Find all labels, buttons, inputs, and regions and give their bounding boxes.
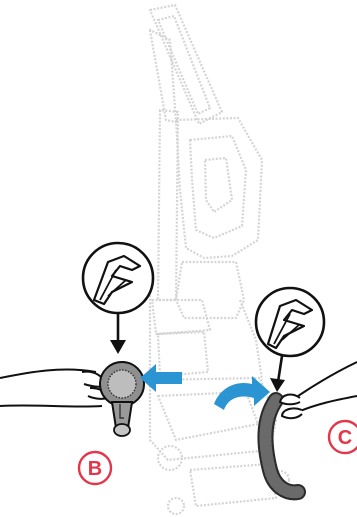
hand-with-brush-tool [0,362,144,436]
blue-arrow-icon-left [140,364,182,392]
magnifier-detail-icon-left [83,243,153,313]
callout-label-c: C [329,421,357,453]
callout-letter-c: C [338,427,352,449]
callout-label-b: B [79,452,111,484]
magnifier-detail-icon-right [256,288,324,356]
down-arrow-icon-left [110,313,126,354]
down-arrow-icon-right [270,356,285,392]
callout-letter-b: B [88,458,102,480]
